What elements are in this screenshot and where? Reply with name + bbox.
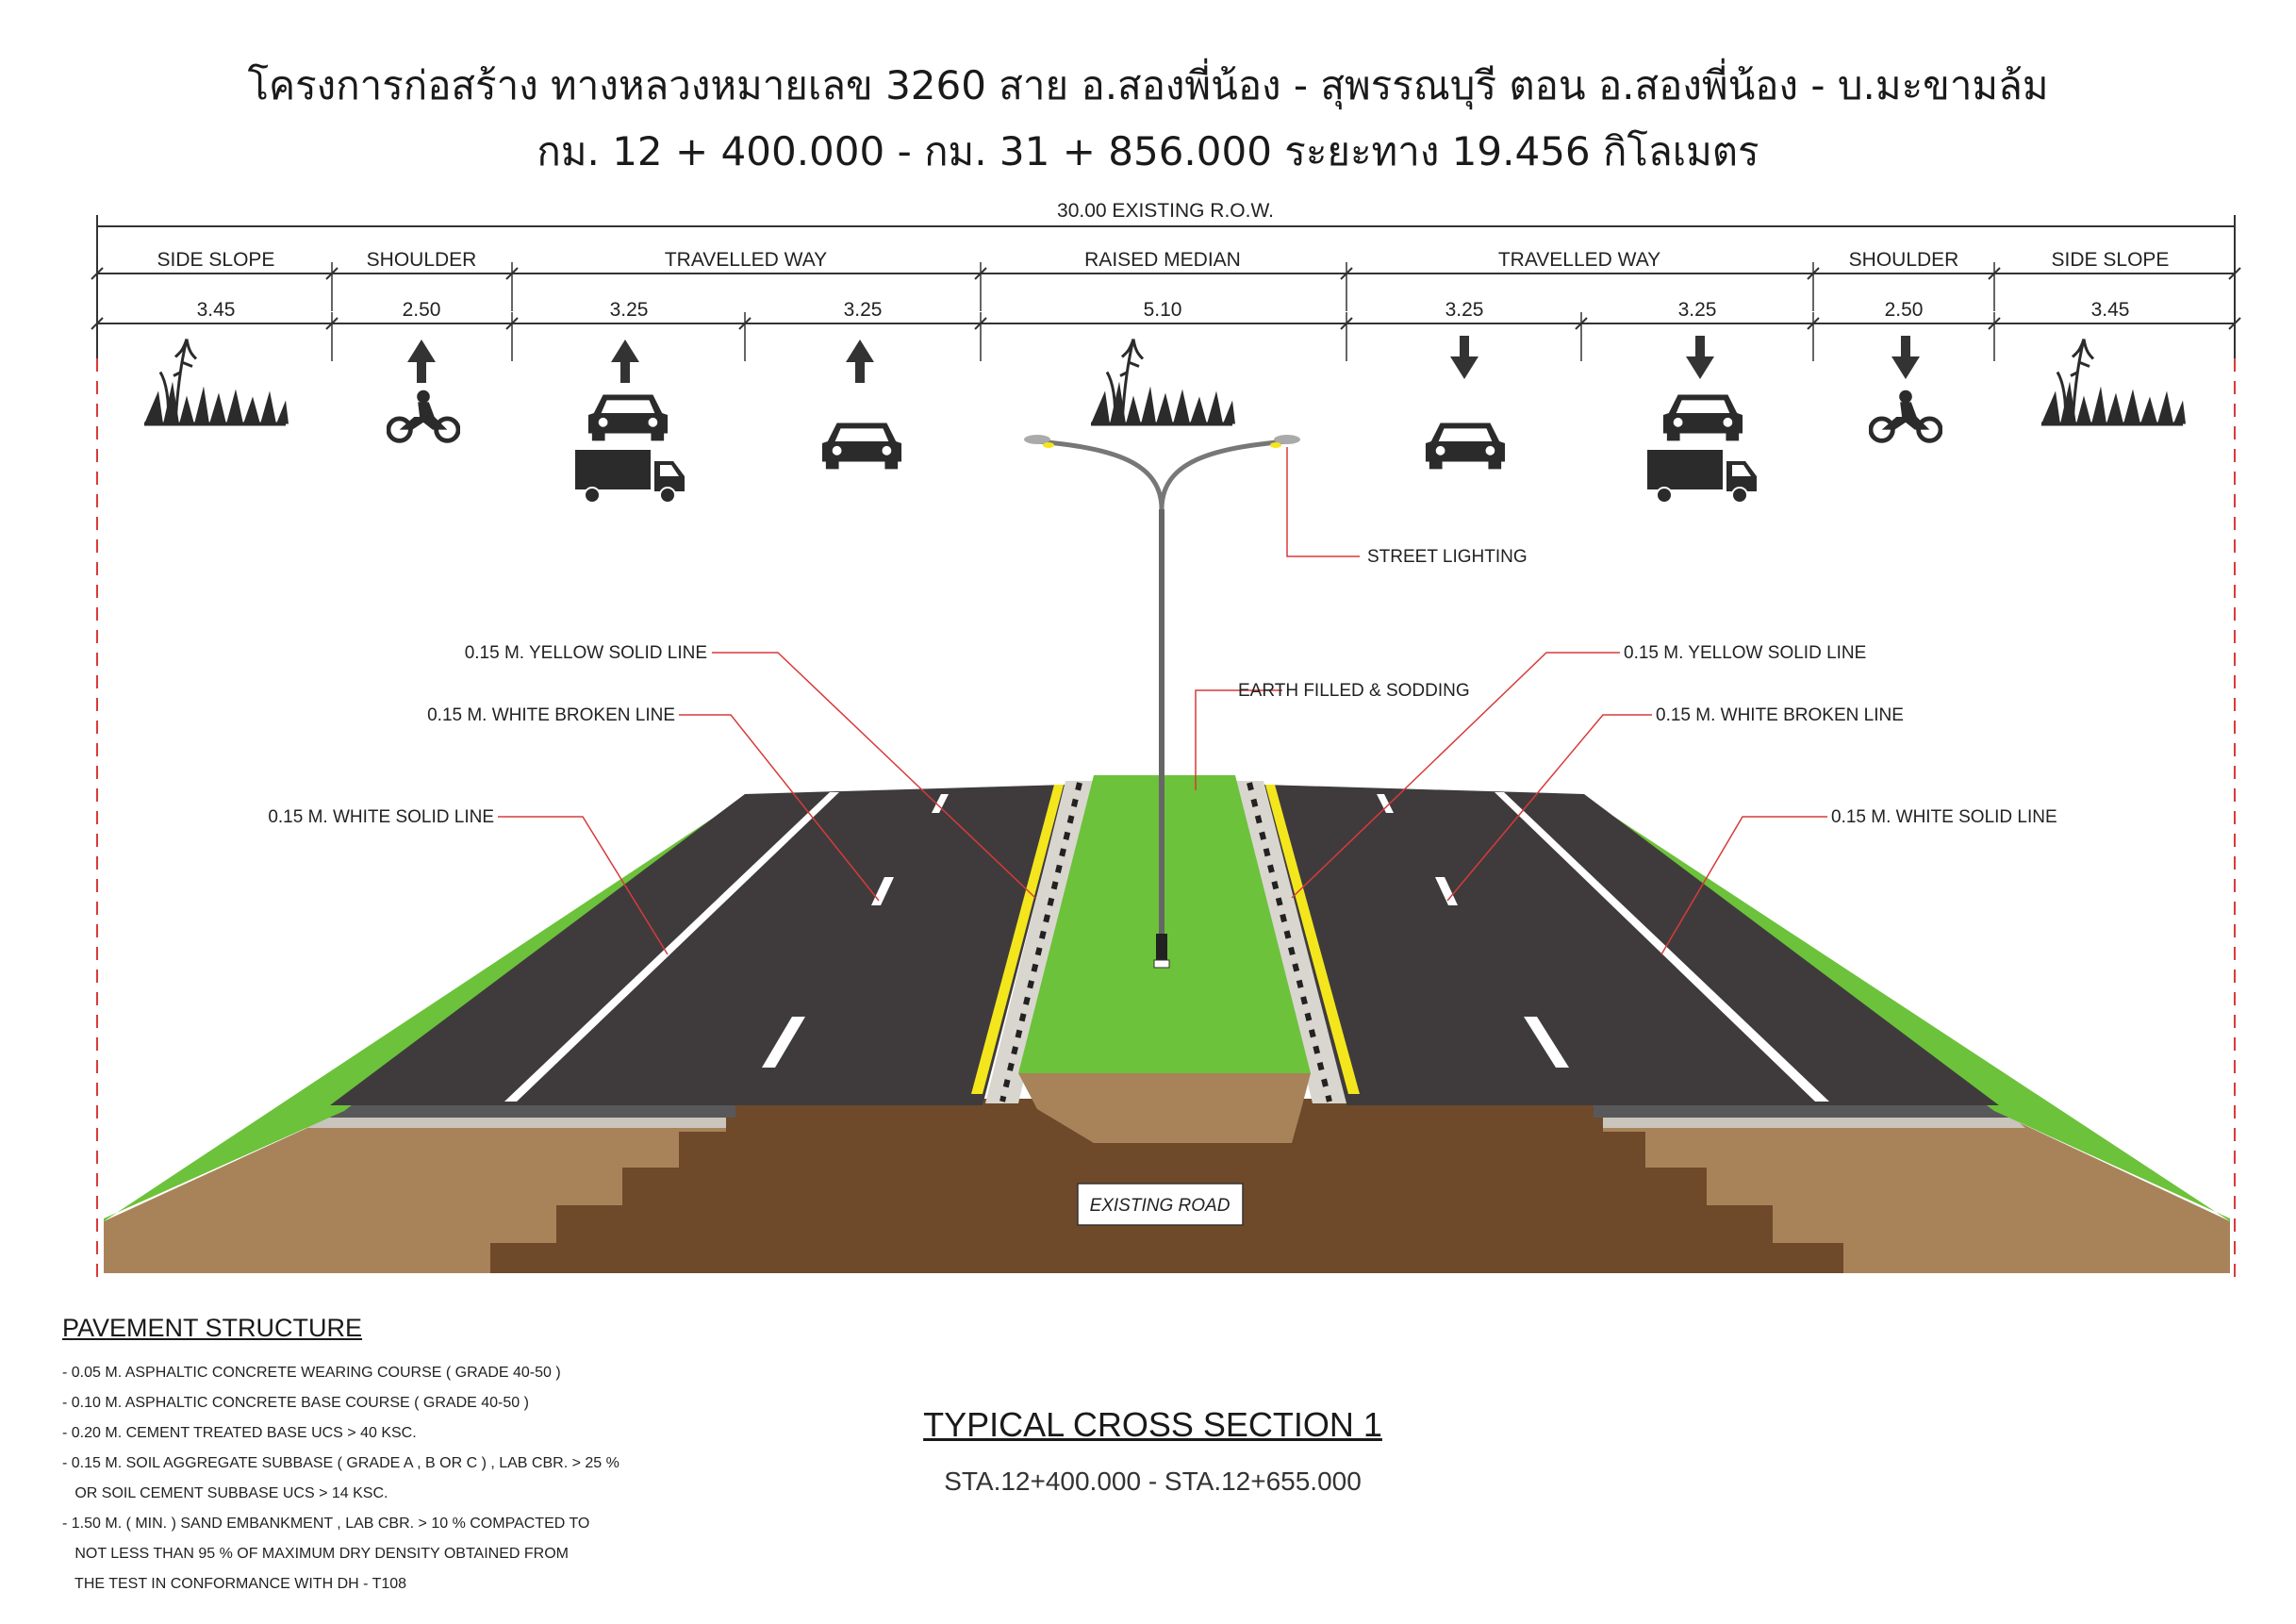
width-side-slope-right: 3.45 — [2091, 299, 2130, 321]
zone-label-side-slope-left: SIDE SLOPE — [157, 249, 275, 271]
callout-white-solid-left: 0.15 M. WHITE SOLID LINE — [268, 807, 494, 827]
car-icon — [587, 394, 669, 441]
pavement-item: - 0.10 M. ASPHALTIC CONCRETE BASE COURSE… — [62, 1395, 529, 1411]
curb-left — [985, 781, 1094, 1103]
callouts — [498, 447, 1827, 955]
arrow-down-icon — [1891, 336, 1920, 379]
yellow-line-right — [1265, 785, 1360, 1094]
car-icon — [1662, 394, 1743, 441]
section-title: TYPICAL CROSS SECTION 1 — [923, 1405, 1382, 1444]
arrow-down-icon — [1686, 336, 1714, 379]
street-light — [1024, 435, 1300, 969]
zone-dimension-line: SIDE SLOPE SHOULDER TRAVELLED WAY RAISED… — [91, 249, 2241, 311]
pavement-item: - 1.50 M. ( MIN. ) SAND EMBANKMENT , LAB… — [62, 1516, 590, 1532]
white-solid-line-right — [1495, 792, 1829, 1102]
pavement-item: - 0.20 M. CEMENT TREATED BASE UCS > 40 K… — [62, 1425, 417, 1441]
grass-icon — [142, 337, 290, 428]
pavement-item: OR SOIL CEMENT SUBBASE UCS > 14 KSC. — [62, 1485, 388, 1501]
project-chainage: กม. 12 + 400.000 - กม. 31 + 856.000 ระยะ… — [537, 128, 1759, 174]
car-icon — [821, 423, 902, 470]
median-earth-fill — [1018, 1073, 1311, 1143]
side-slope-left — [104, 797, 754, 1221]
yellow-line-left — [971, 785, 1064, 1094]
width-lane-4: 3.25 — [1678, 299, 1717, 321]
callout-white-broken-left: 0.15 M. WHITE BROKEN LINE — [427, 705, 675, 725]
project-title: โครงการก่อสร้าง ทางหลวงหมายเลข 3260 สาย … — [247, 62, 2049, 108]
white-broken-line-right — [1377, 794, 1569, 1068]
pavement-structure-list: - 0.05 M. ASPHALTIC CONCRETE WEARING COU… — [62, 1358, 619, 1599]
width-median: 5.10 — [1144, 299, 1182, 321]
callout-white-solid-right: 0.15 M. WHITE SOLID LINE — [1831, 807, 2057, 827]
callout-earth-filled: EARTH FILLED & SODDING — [1238, 681, 1470, 701]
lane-icons — [142, 336, 2188, 505]
grass-icon — [1089, 337, 1237, 428]
width-lane-1: 3.25 — [610, 299, 649, 321]
motorcycle-icon — [388, 390, 458, 441]
width-shoulder-left: 2.50 — [403, 299, 441, 321]
arrow-down-icon — [1450, 336, 1478, 379]
width-lane-2: 3.25 — [844, 299, 883, 321]
zone-label-travelled-way-left: TRAVELLED WAY — [665, 249, 827, 271]
zone-label-travelled-way-right: TRAVELLED WAY — [1498, 249, 1660, 271]
callout-yellow-line-right: 0.15 M. YELLOW SOLID LINE — [1624, 643, 1866, 663]
road-embankment — [104, 775, 2230, 1273]
pavement-item: NOT LESS THAN 95 % OF MAXIMUM DRY DENSIT… — [62, 1546, 569, 1562]
curb-right — [1235, 781, 1346, 1103]
svg-text:EXISTING ROAD: EXISTING ROAD — [1090, 1196, 1231, 1216]
row-dimension: 30.00 EXISTING R.O.W. — [96, 200, 2236, 360]
truck-icon — [1645, 448, 1759, 505]
zone-label-shoulder-left: SHOULDER — [367, 249, 477, 271]
white-solid-line-left — [504, 792, 839, 1102]
section-station: STA.12+400.000 - STA.12+655.000 — [944, 1467, 1362, 1496]
callout-yellow-line-left: 0.15 M. YELLOW SOLID LINE — [465, 643, 707, 663]
width-lane-3: 3.25 — [1445, 299, 1484, 321]
pavement-structure-heading: PAVEMENT STRUCTURE — [62, 1314, 363, 1342]
pavement-item: - 0.15 M. SOIL AGGREGATE SUBBASE ( GRADE… — [62, 1455, 619, 1471]
callout-street-lighting: STREET LIGHTING — [1367, 547, 1528, 567]
carriageway-right — [1264, 785, 1999, 1105]
carriageway-left — [330, 785, 1065, 1105]
arrow-up-icon — [407, 340, 436, 383]
row-label: 30.00 EXISTING R.O.W. — [1057, 200, 1274, 222]
width-dimension-line: 3.45 2.50 3.25 3.25 5.10 3.25 3.25 2.50 … — [91, 299, 2241, 361]
width-side-slope-left: 3.45 — [197, 299, 236, 321]
pavement-item: - 0.05 M. ASPHALTIC CONCRETE WEARING COU… — [62, 1365, 561, 1381]
motorcycle-icon — [1871, 390, 1941, 441]
car-icon — [1425, 423, 1506, 470]
grass-icon — [2040, 337, 2188, 428]
callout-white-broken-right: 0.15 M. WHITE BROKEN LINE — [1656, 705, 1904, 725]
zone-label-shoulder-right: SHOULDER — [1849, 249, 1959, 271]
pavement-item: THE TEST IN CONFORMANCE WITH DH - T108 — [62, 1576, 407, 1592]
arrow-up-icon — [611, 340, 639, 383]
arrow-up-icon — [846, 340, 874, 383]
side-slope-right — [1575, 797, 2230, 1221]
zone-label-raised-median: RAISED MEDIAN — [1084, 249, 1241, 271]
existing-road-label: EXISTING ROAD — [1077, 1183, 1244, 1226]
zone-label-side-slope-right: SIDE SLOPE — [2052, 249, 2170, 271]
truck-icon — [573, 448, 686, 505]
width-shoulder-right: 2.50 — [1885, 299, 1924, 321]
